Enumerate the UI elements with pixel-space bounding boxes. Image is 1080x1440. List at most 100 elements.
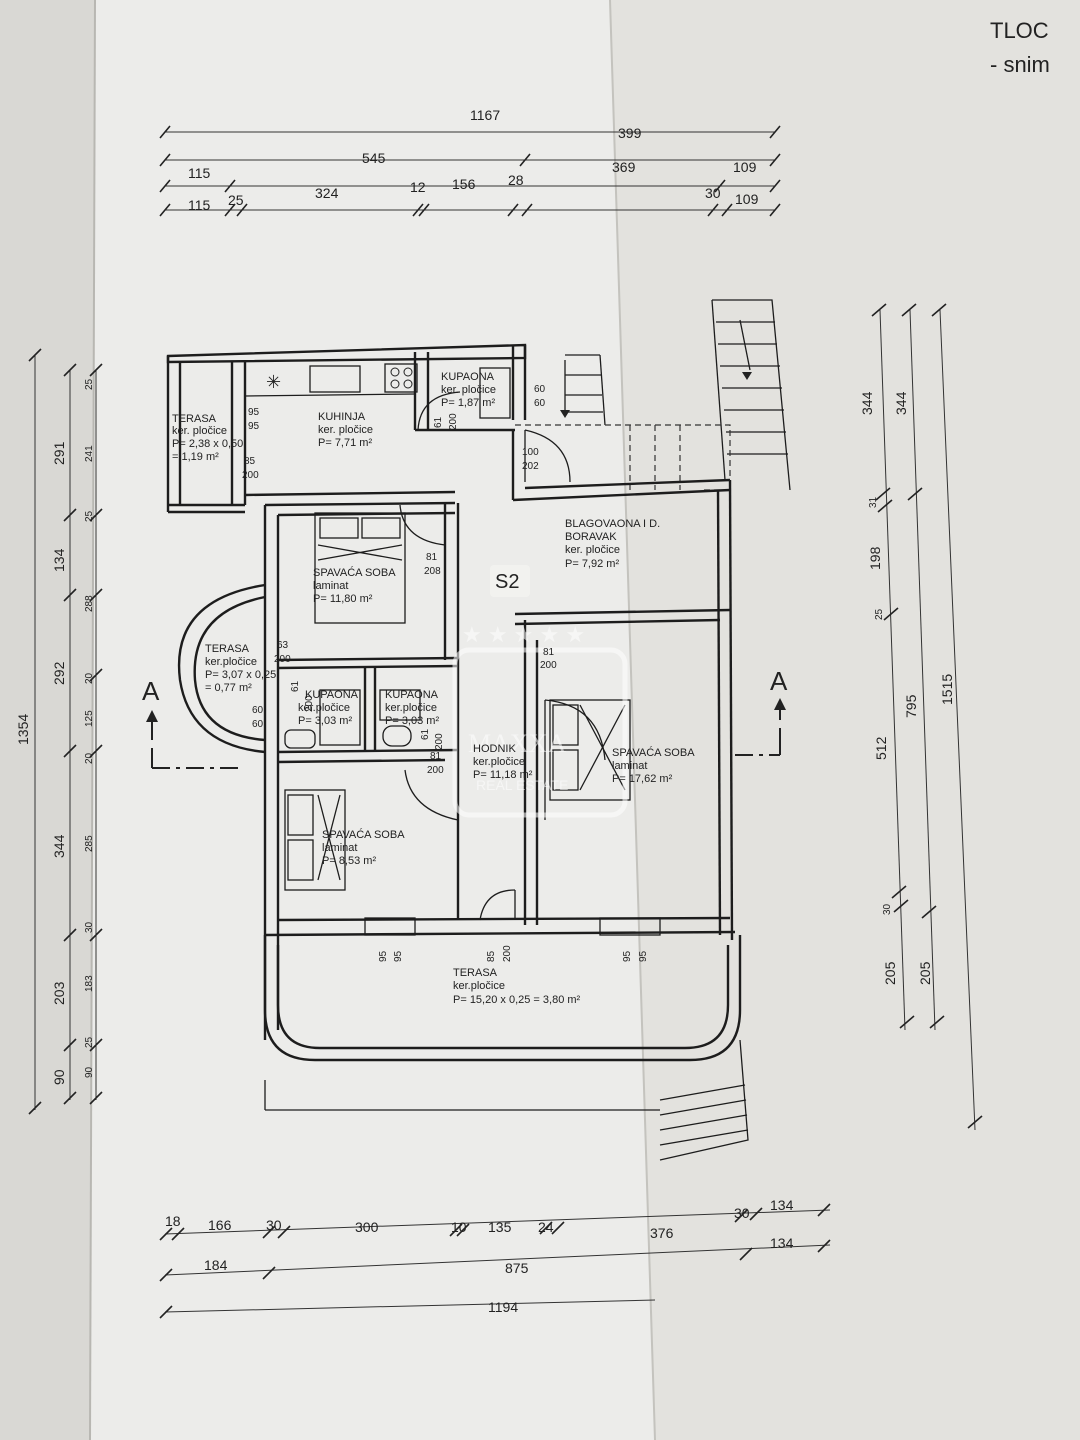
room-kupaona-1-floor: ker.pločice [298,702,350,714]
dim-bottom-overall: 1194 [488,1299,518,1315]
opening-14a: 85 [486,950,497,962]
room-spavaca-2-name: SPAVAĆA SOBA [612,746,695,759]
watermark: ★ ★ ★ ★ ★ MAXXA REAL ESTATE [452,622,628,818]
paper-panel-right [610,0,1080,1440]
opening-2a: 85 [244,456,256,467]
opening-4b: 60 [534,398,546,409]
room-hodnik-area: P= 11,18 m² [473,769,533,781]
opening-11a: 81 [543,647,555,658]
dim-right-31: 31 [868,496,879,508]
room-spavaca-1-floor: laminat [313,580,348,592]
opening-1b: 95 [248,421,260,432]
dim-bottom-18: 18 [165,1213,181,1229]
dim-bottom-184: 184 [204,1257,228,1273]
dim-top-156: 156 [452,176,476,192]
room-terasa-1-floor: ker. pločice [172,425,227,437]
opening-15a: 95 [622,950,633,962]
dim-bottom-30a: 30 [266,1217,282,1233]
stairs-bottom [264,1039,749,1161]
dim-right-205a: 205 [882,961,898,985]
dim-bottom-134a: 134 [770,1197,794,1213]
room-kuhinja-floor: ker. pločice [318,424,373,436]
dim-left-in-288: 288 [84,595,95,612]
dim-left-344: 344 [51,834,67,858]
dim-left-in-20a: 20 [84,672,95,684]
dim-top-109a: 109 [733,159,757,175]
dim-left-in-30: 30 [84,921,95,933]
room-kupaona-1-name: KUPAONA [305,689,359,701]
dim-bottom-24: 24 [538,1219,554,1235]
dim-right-overall: 1515 [939,674,955,705]
dim-top-545: 545 [362,150,386,166]
dim-left-in-25a: 25 [84,378,95,390]
paper-left-edge [0,0,95,1440]
opening-9b: 200 [304,695,315,712]
room-kupaona-2-area: P= 3,03 m² [385,715,439,727]
dim-left-in-20b: 20 [84,752,95,764]
opening-2b: 200 [242,470,259,481]
room-kupaona-1-area: P= 3,03 m² [298,715,352,727]
dim-left-in-90: 90 [84,1066,95,1078]
room-kupaona-2-floor: ker.pločice [385,702,437,714]
room-kuhinja-area: P= 7,71 m² [318,437,372,449]
dim-top-overall: 1167 [470,107,500,123]
dim-bottom-30b: 30 [734,1205,750,1221]
dim-left-203: 203 [51,981,67,1005]
room-terasa-2-name: TERASA [205,643,250,655]
bed-1 [314,512,406,624]
opening-1a: 95 [248,407,260,418]
unit-label: S2 [495,571,519,593]
opening-8a: 60 [252,705,264,716]
dim-bottom-300: 300 [355,1219,379,1235]
opening-11b: 200 [540,660,557,671]
dim-top-115a: 115 [188,165,211,181]
opening-5b: 202 [522,461,539,472]
dim-left-in-25b: 25 [84,510,95,522]
dim-right-205b: 205 [917,961,933,985]
opening-8b: 60 [252,719,264,730]
section-markers: A A [142,666,788,769]
title-line-1: TLOC [990,18,1049,43]
dim-left-90: 90 [51,1069,67,1085]
dim-top-369: 369 [612,159,636,175]
opening-10b: 200 [434,733,445,750]
dim-left-134: 134 [51,548,67,572]
right-dimensions: 344 31 198 25 512 30 205 344 795 205 151… [859,303,983,1131]
room-terasa-2-area2: = 0,77 m² [205,682,252,694]
walls: ✳ [166,343,742,1062]
room-spavaca-3-floor: laminat [322,842,357,854]
dim-bottom-134b: 134 [770,1235,794,1251]
dim-left-in-285: 285 [84,835,95,852]
room-kupaona-2-name: KUPAONA [385,689,439,701]
room-terasa-1-area2: = 1,19 m² [172,451,219,463]
dim-right-30: 30 [882,903,893,915]
room-hodnik-name: HODNIK [473,743,516,755]
bed-3 [549,699,631,801]
dim-left-in-241: 241 [84,445,95,462]
opening-3b: 200 [448,413,459,430]
room-spavaca-3-name: SPAVAĆA SOBA [322,828,405,841]
opening-3a: 61 [433,416,444,428]
dim-right-795: 795 [903,694,919,718]
dim-right-198: 198 [867,546,883,570]
dim-top-109b: 109 [735,191,759,207]
room-spavaca-2-area: P= 17,62 m² [612,773,673,785]
opening-4a: 60 [534,384,546,395]
room-terasa-1-area: P= 2,38 x 0,50 [172,438,243,450]
dim-right-25: 25 [874,608,885,620]
left-dimensions: 1354 291 134 292 344 203 90 25 241 25 28… [15,348,103,1115]
dim-top-115b: 115 [188,197,211,213]
opening-13a: 95 [378,950,389,962]
opening-labels: 95 95 85 200 61 200 60 60 100 202 81 208… [242,384,649,962]
dim-bottom-166: 166 [208,1217,232,1233]
opening-15b: 95 [638,950,649,962]
dim-top-12: 12 [410,179,426,195]
dim-right-512: 512 [873,736,889,760]
title-block: TLOC - snim [990,14,1080,82]
dim-top-25: 25 [228,192,244,208]
opening-13b: 95 [393,950,404,962]
dim-right-344b: 344 [893,391,909,415]
room-spavaca-3-area: P= 8,53 m² [322,855,376,867]
dim-left-in-183: 183 [84,975,95,992]
dim-top-28: 28 [508,172,524,188]
